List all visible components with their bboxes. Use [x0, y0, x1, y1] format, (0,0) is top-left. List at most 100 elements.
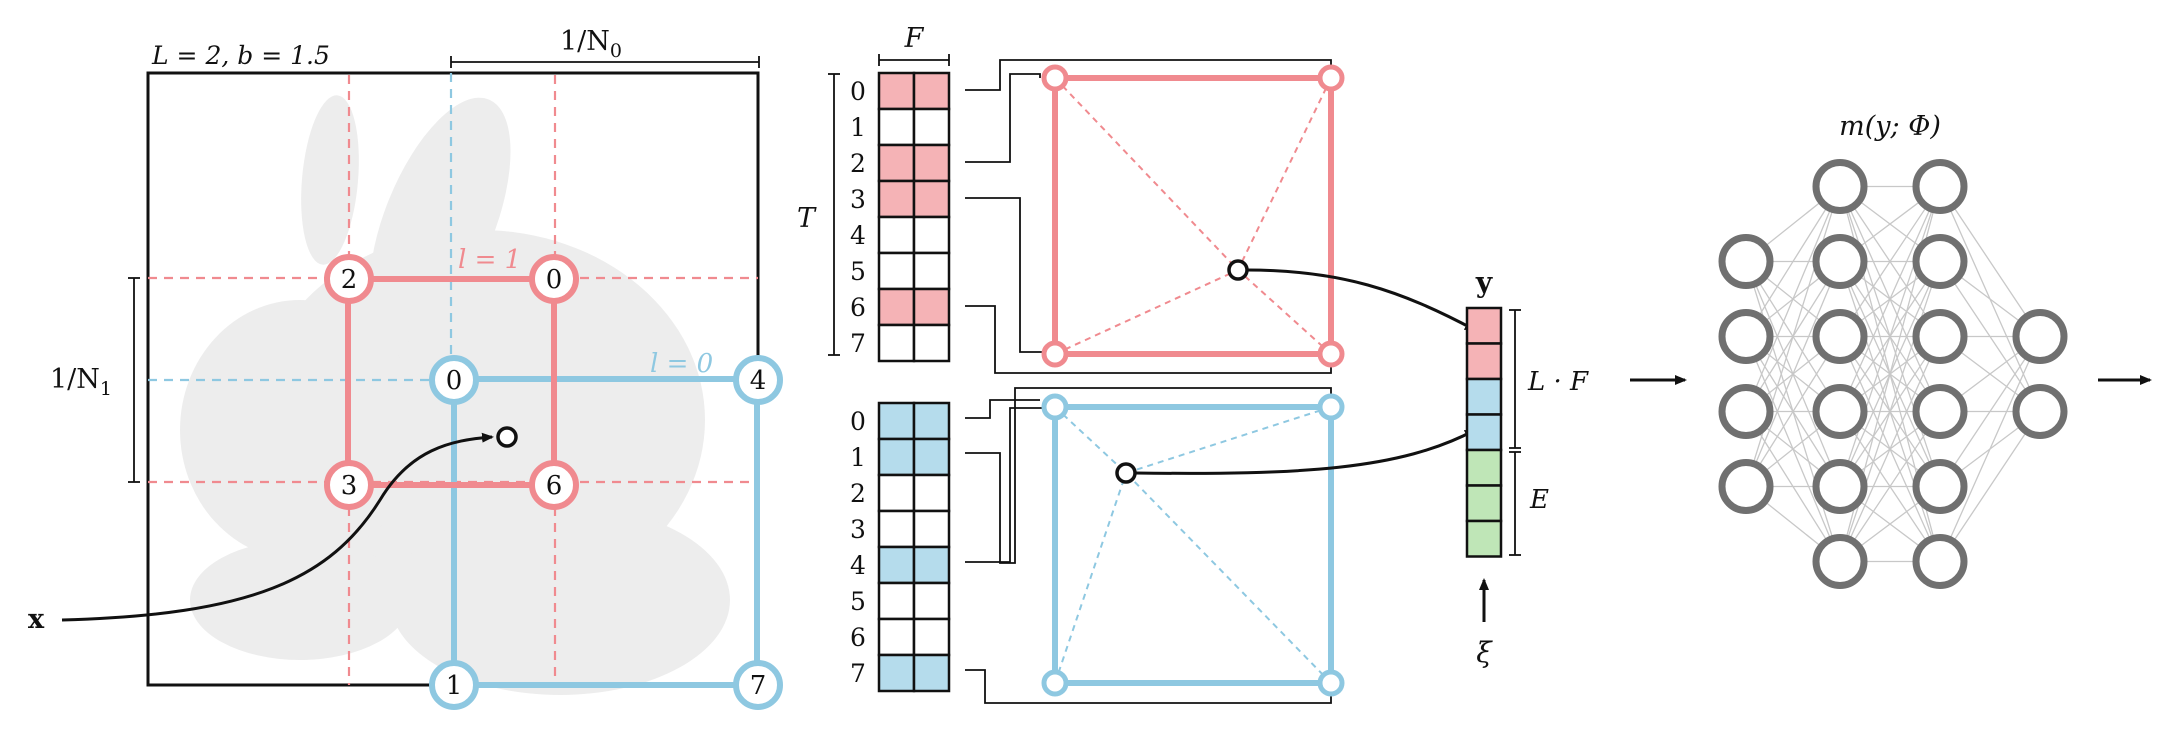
mlp-neuron — [1812, 309, 1868, 364]
vertex-circle — [529, 460, 579, 510]
row-index: 6 — [850, 293, 866, 322]
mlp-edge — [1745, 186, 1841, 487]
table-cell — [877, 617, 916, 657]
row-index: 3 — [850, 185, 866, 214]
row-index: 2 — [850, 479, 866, 508]
mlp-neuron — [1812, 234, 1868, 289]
vertex-circle — [733, 355, 783, 405]
row-index: 4 — [850, 221, 866, 250]
mlp-neuron — [1718, 309, 1774, 364]
table-cell — [912, 509, 951, 549]
corner-node — [1317, 393, 1345, 421]
level0-interp-cell — [1052, 404, 1334, 686]
level1-to-y-arrow — [1246, 268, 1477, 332]
mlp-edge — [1839, 411, 1941, 562]
table-cell — [912, 617, 951, 657]
level1-label: l = 1 — [458, 245, 521, 275]
y-label: y — [1475, 266, 1493, 299]
mlp-edge — [1939, 336, 2041, 562]
table-cell — [877, 215, 916, 255]
corner-node — [1041, 64, 1069, 92]
vertex-index: 7 — [750, 671, 767, 701]
level1-interp-point — [1227, 259, 1249, 281]
grid-panel: 1/N0 1/N1 L = 2, b = 1.5 l = 1 l = 0 2 0… — [28, 26, 783, 710]
vertex-index: 3 — [341, 471, 358, 501]
table-cell — [912, 437, 951, 477]
table-cell — [877, 437, 916, 477]
mlp-edge — [1745, 261, 1841, 487]
mlp-edge — [1939, 186, 2041, 337]
mlp-neuron — [1812, 159, 1868, 214]
level1-connectors — [965, 59, 1332, 374]
mlp-neuron — [1812, 534, 1868, 589]
table-cell — [877, 473, 916, 513]
mlp-edge — [1745, 186, 1841, 412]
level0-interp-point — [1115, 462, 1137, 484]
params-label: L = 2, b = 1.5 — [151, 41, 330, 70]
vertex-circle — [324, 460, 374, 510]
mlp-neuron — [1912, 234, 1968, 289]
mlp-neuron — [1718, 459, 1774, 514]
n1-bracket — [128, 277, 140, 483]
feature-cell — [1465, 342, 1503, 381]
level1-cell — [345, 276, 557, 488]
mlp-neuron — [1718, 234, 1774, 289]
table-cell — [877, 71, 916, 111]
level0-label: l = 0 — [650, 349, 713, 379]
level1-vertices: 2 0 3 6 — [324, 254, 579, 510]
table-cell — [912, 107, 951, 147]
table-cell — [877, 143, 916, 183]
feature-cell — [1465, 484, 1503, 523]
feature-cell — [1465, 306, 1503, 345]
table-cell — [912, 401, 951, 441]
n0-bracket — [450, 56, 760, 68]
feature-cell — [1465, 413, 1503, 452]
n1-label: 1/N1 — [50, 364, 112, 400]
mlp-edges — [1745, 185, 2041, 563]
table-cell — [877, 251, 916, 291]
lf-bracket — [1509, 309, 1521, 449]
mlp-edge — [1939, 411, 2041, 562]
mlp-neuron — [1718, 384, 1774, 439]
corner-node — [1041, 393, 1069, 421]
row-index: 1 — [850, 113, 866, 142]
lf-label: L · F — [1527, 367, 1589, 397]
vertex-index: 0 — [446, 366, 463, 396]
table-cell — [912, 179, 951, 219]
row-index: 5 — [850, 257, 866, 286]
table-cell — [877, 581, 916, 621]
t-label: T — [797, 203, 817, 234]
t-bracket — [828, 73, 840, 356]
row-index: 0 — [850, 77, 866, 106]
level0-vertices: 0 4 1 7 — [429, 355, 783, 710]
level0-to-y-arrow — [1134, 428, 1477, 475]
level0-interp-corners — [1041, 393, 1345, 697]
corner-node — [1317, 340, 1345, 368]
mlp-neuron — [1912, 159, 1968, 214]
vertex-index: 4 — [750, 366, 767, 396]
mlp-edge — [1839, 261, 1941, 562]
level0-connectors — [965, 387, 1332, 704]
level1-interp-corners — [1041, 64, 1345, 368]
f-bracket — [878, 54, 950, 66]
corner-node — [1041, 669, 1069, 697]
row-index: 6 — [850, 623, 866, 652]
mlp-edge — [1839, 336, 1941, 562]
vertex-circle — [429, 355, 479, 405]
mlp-edge — [1939, 336, 2041, 487]
mlp-neuron — [1912, 309, 1968, 364]
mlp-neuron — [1912, 534, 1968, 589]
feature-vector-panel: y L · F E ξ — [1465, 266, 1687, 669]
table-cell — [912, 287, 951, 327]
mlp-neuron — [1812, 384, 1868, 439]
input-label: x — [28, 604, 45, 635]
vertex-index: 0 — [546, 265, 563, 295]
mlp-neuron — [1912, 384, 1968, 439]
vertex-circle — [429, 660, 479, 710]
corner-node — [1041, 340, 1069, 368]
level1-interp-cell — [1052, 75, 1334, 357]
mlp-neuron — [2012, 384, 2068, 439]
table-cell — [912, 143, 951, 183]
table-cell — [877, 509, 916, 549]
